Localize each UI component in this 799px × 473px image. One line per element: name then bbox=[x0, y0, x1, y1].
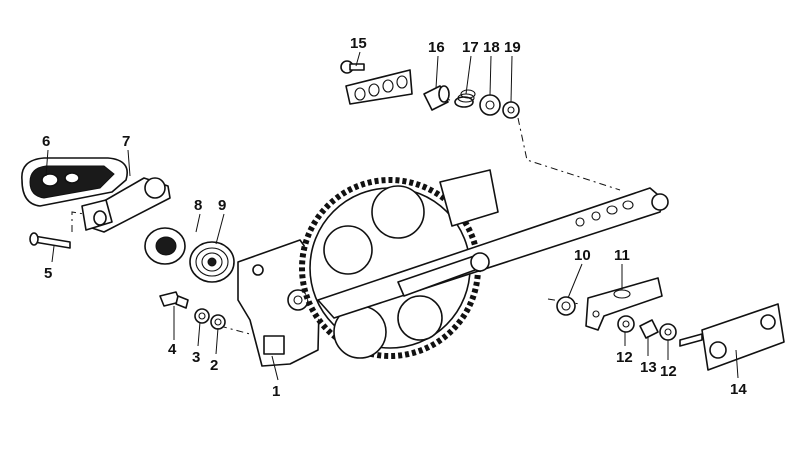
callout-19: 19 bbox=[504, 39, 521, 56]
crank-arm-part-7 bbox=[81, 177, 171, 233]
bolt-part-4 bbox=[159, 291, 189, 309]
mounting-strip-part-15 bbox=[340, 60, 413, 105]
callout-2: 2 bbox=[210, 357, 218, 374]
callout-12-right: 12 bbox=[660, 363, 677, 380]
washer-part-18 bbox=[479, 94, 501, 116]
callout-12-left: 12 bbox=[616, 349, 633, 366]
coil-spring-part-17 bbox=[454, 89, 476, 108]
spacer-part-13 bbox=[639, 319, 659, 339]
callout-14: 14 bbox=[730, 381, 747, 398]
callout-15: 15 bbox=[350, 35, 367, 52]
washer-part-2 bbox=[210, 314, 226, 330]
lifting-arm bbox=[317, 169, 669, 319]
callout-6: 6 bbox=[42, 133, 50, 150]
washer-part-12b bbox=[659, 323, 677, 341]
callout-18: 18 bbox=[483, 39, 500, 56]
callout-8: 8 bbox=[194, 197, 202, 214]
regulator-bracket-part-1 bbox=[237, 239, 321, 367]
callout-1: 1 bbox=[272, 383, 280, 400]
callout-4: 4 bbox=[168, 341, 177, 358]
callout-7: 7 bbox=[122, 133, 130, 150]
washer-part-19 bbox=[502, 101, 520, 119]
callout-9: 9 bbox=[218, 197, 226, 214]
screw-part-5 bbox=[29, 232, 71, 249]
callout-3: 3 bbox=[192, 349, 200, 366]
washer-part-12a bbox=[617, 315, 635, 333]
nut-part-10 bbox=[556, 296, 576, 316]
callout-11: 11 bbox=[614, 247, 630, 264]
washer-part-3 bbox=[194, 308, 210, 324]
callout-labels: 1 2 3 4 5 6 7 8 9 10 11 12 12 13 14 15 1… bbox=[42, 35, 747, 400]
sleeve-part-16 bbox=[423, 85, 450, 111]
bezel-ring-part-8 bbox=[144, 227, 186, 265]
plate-part-14 bbox=[679, 303, 785, 371]
callout-16: 16 bbox=[428, 39, 445, 56]
callout-13: 13 bbox=[640, 359, 657, 376]
callout-17: 17 bbox=[462, 39, 479, 56]
clock-spring-part-9 bbox=[189, 241, 235, 283]
callout-5: 5 bbox=[44, 265, 52, 282]
leader-lines bbox=[45, 51, 739, 381]
crank-cover-part-6 bbox=[21, 157, 128, 207]
callout-10: 10 bbox=[574, 247, 591, 264]
